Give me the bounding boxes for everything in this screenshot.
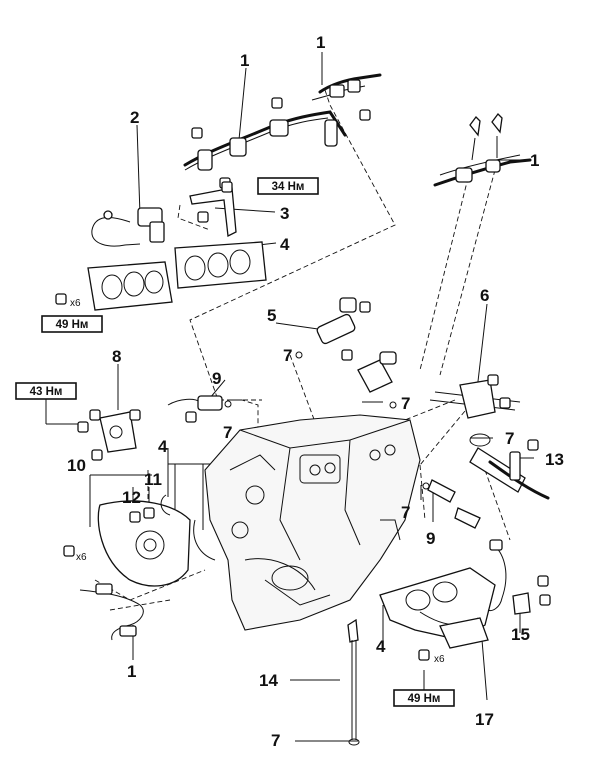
- callout-7-b: 7: [401, 394, 410, 413]
- callout-7-c: 7: [223, 423, 232, 442]
- callout-10: 10: [67, 456, 86, 475]
- callout-8: 8: [112, 347, 121, 366]
- dipstick-14: [347, 618, 360, 746]
- vsv-valve-5: [295, 297, 397, 409]
- wiring-harness-right: [433, 113, 532, 187]
- timing-cover-10: [63, 494, 216, 587]
- oxygen-sensor-2: [91, 207, 165, 247]
- callout-11: 11: [144, 470, 162, 489]
- torque-label-34: 34 Нм: [272, 181, 305, 193]
- bracket-15: [512, 575, 551, 615]
- multiplier-x6-left-top: x6: [70, 298, 81, 309]
- callout-7-e: 7: [401, 503, 410, 522]
- callout-1-right: 1: [530, 151, 539, 170]
- callout-14: 14: [259, 671, 278, 690]
- torque-label-43: 43 Нм: [30, 386, 63, 398]
- callout-6: 6: [480, 286, 489, 305]
- sensor-9-top: [167, 395, 232, 423]
- callout-3: 3: [280, 204, 289, 223]
- exhaust-gasket-top: [174, 241, 267, 289]
- torque-box-49-bottom: 49 Нм: [393, 689, 455, 707]
- callout-2: 2: [130, 108, 139, 127]
- nuts: [55, 181, 430, 661]
- callout-4-top: 4: [280, 235, 290, 254]
- exhaust-gasket-left: [87, 261, 173, 311]
- callout-4-left: 4: [158, 437, 168, 456]
- torque-box-49-left: 49 Нм: [41, 315, 103, 333]
- callout-1-top: 1: [316, 33, 325, 52]
- engine-block: [204, 414, 421, 631]
- bracket-8: [77, 409, 141, 461]
- torque-box-43: 43 Нм: [15, 382, 77, 400]
- callout-15: 15: [511, 625, 530, 644]
- callout-12: 12: [122, 488, 141, 507]
- oxygen-sensor-bottom-left: [79, 583, 144, 641]
- callout-7-d: 7: [505, 429, 514, 448]
- exhaust-manifold-17: [379, 539, 507, 649]
- callout-13: 13: [545, 450, 564, 469]
- torque-box-34: 34 Нм: [257, 177, 319, 195]
- callout-1-mid: 1: [240, 51, 249, 70]
- callout-4-bottom: 4: [376, 637, 386, 656]
- sensor-9-bottom: [422, 479, 481, 529]
- multiplier-x6-bottom: x6: [434, 654, 445, 665]
- callout-1-bottom: 1: [127, 662, 136, 681]
- callout-5: 5: [267, 306, 276, 325]
- callout-7-a: 7: [283, 346, 292, 365]
- torque-label-49-bottom: 49 Нм: [408, 693, 441, 705]
- callout-9-bottom: 9: [426, 529, 435, 548]
- wiring-harness-top: [183, 73, 382, 171]
- torque-label-49-left: 49 Нм: [56, 319, 89, 331]
- callout-7-f: 7: [271, 731, 280, 750]
- callout-numbers: 1 1 1 1 2 3 4 4 4 5 6 7 7 7 7 7 7 8 9 9 …: [67, 33, 564, 750]
- callout-9-top: 9: [212, 369, 221, 388]
- bracket-6: [429, 374, 521, 419]
- multiplier-x6-left-bottom: x6: [76, 552, 87, 563]
- callout-17: 17: [475, 710, 494, 729]
- water-pipe-13: [469, 433, 550, 500]
